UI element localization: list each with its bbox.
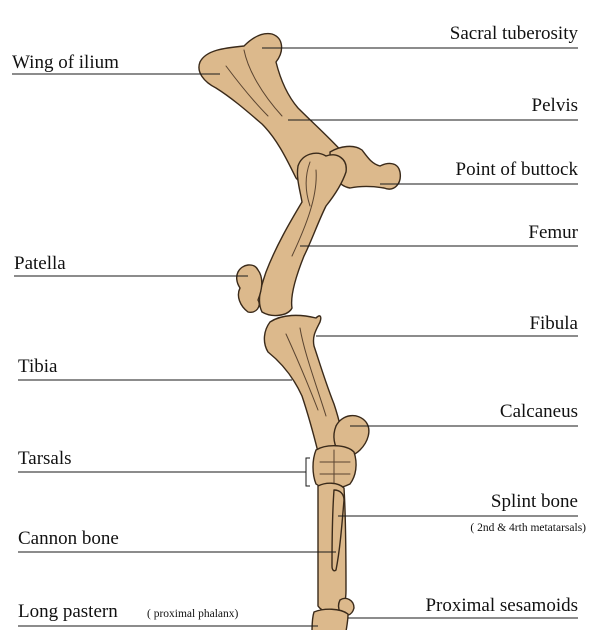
label-splint-bone: Splint bone [490, 491, 578, 512]
bones-group [198, 32, 401, 630]
label-femur: Femur [528, 222, 578, 243]
tarsal-shading [319, 449, 351, 487]
tibia-shading [285, 327, 327, 417]
tarsal-bones [312, 445, 357, 490]
femur-bone [258, 152, 347, 317]
leader-lines [12, 47, 578, 627]
label-wing-of-ilium: Wing of ilium [12, 52, 119, 73]
leader-tarsals-bracket [18, 457, 310, 487]
patella-bone [235, 264, 263, 314]
ischium-bone [329, 145, 401, 190]
pelvis-shading [225, 49, 283, 117]
label-calcaneus: Calcaneus [499, 401, 578, 422]
label-sacral-tuberosity: Sacral tuberosity [449, 23, 578, 44]
label-long-pastern-note: ( proximal phalanx) [147, 608, 239, 620]
label-pelvis: Pelvis [531, 95, 578, 116]
label-fibula: Fibula [529, 313, 578, 334]
label-proximal-sesamoids: Proximal sesamoids [425, 595, 578, 616]
femur-shading [291, 161, 317, 257]
label-patella: Patella [14, 253, 66, 274]
splint-bone-shape [331, 489, 345, 572]
label-tibia: Tibia [18, 356, 58, 377]
long-pastern-bone [311, 608, 349, 630]
tibia-bone [263, 314, 344, 459]
label-long-pastern: Long pastern [18, 601, 118, 622]
label-cannon-bone: Cannon bone [18, 528, 119, 549]
label-splint-bone-note: ( 2nd & 4rth metatarsals) [470, 522, 586, 534]
label-tarsals: Tarsals [18, 448, 72, 469]
label-point-of-buttock: Point of buttock [455, 159, 578, 180]
